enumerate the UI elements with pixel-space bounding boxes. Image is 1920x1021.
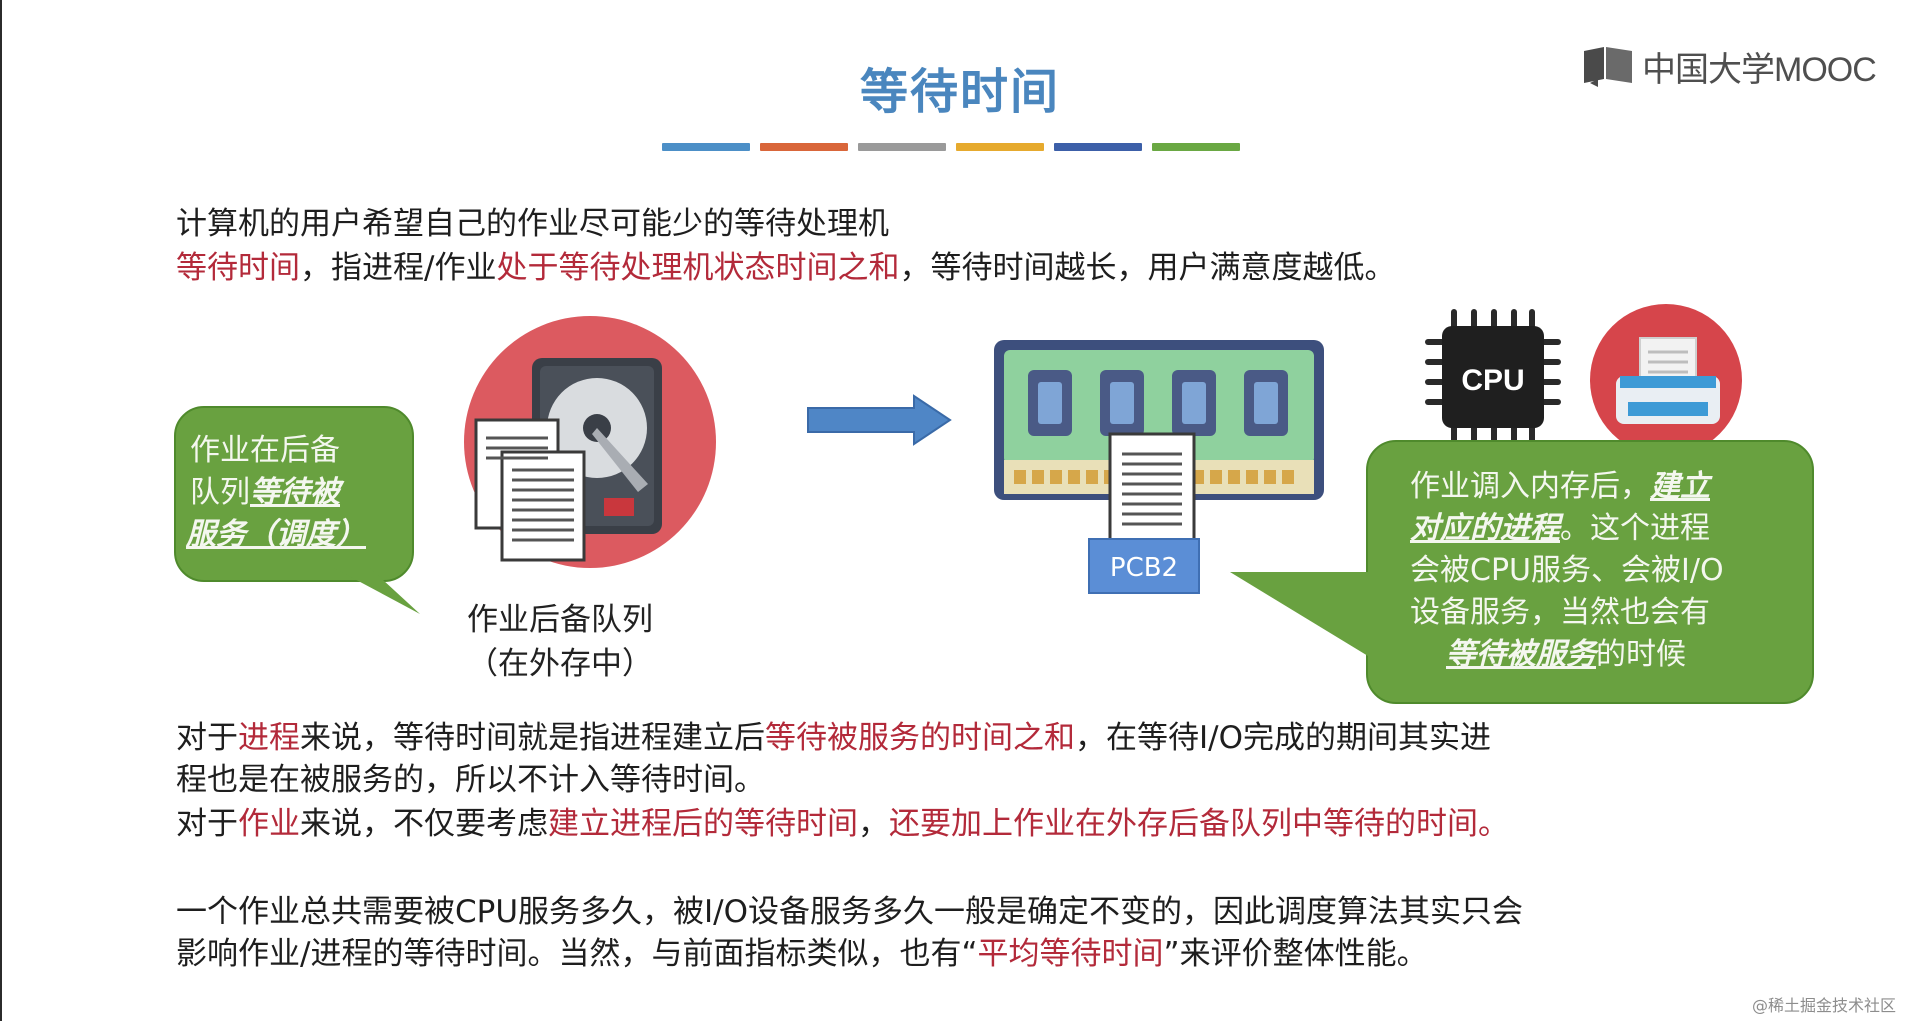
mooc-book-icon — [1584, 47, 1632, 87]
p1-red: 等待被服务的时间之和 — [765, 720, 1075, 756]
left-callout-prefix: 队列 — [190, 475, 250, 510]
p2-red-2: 还要加上作业在外存后备队列中等待的时间。 — [889, 806, 1509, 842]
p2-e: ， — [858, 806, 889, 842]
p3-c: ”来评价整体性能。 — [1163, 936, 1428, 972]
term-waiting-time: 等待时间 — [176, 250, 300, 286]
watermark: @稀土掘金技术社区 — [1752, 996, 1897, 1015]
pcb2-label: PCB2 — [1088, 538, 1200, 594]
title-color-bar — [1054, 143, 1142, 151]
queue-caption-line-2: （在外存中） — [467, 646, 653, 682]
cpu-label: CPU — [1461, 364, 1524, 397]
intro-line-2-end: ，等待时间越长，用户满意度越低。 — [899, 250, 1396, 286]
p2-a: 对于 — [176, 806, 238, 842]
body-p3-line-2: 影响作业/进程的等待时间。当然，与前面指标类似，也有“平均等待时间”来评价整体性… — [176, 934, 1428, 974]
document-stack-icon — [474, 418, 586, 562]
title-color-bar — [760, 143, 848, 151]
body-p3-line-1: 一个作业总共需要被CPU服务多久，被I/O设备服务多久一般是确定不变的，因此调度… — [176, 894, 1524, 930]
body-p1-line-1: 对于进程来说，等待时间就是指进程建立后等待被服务的时间之和，在等待I/O完成的期… — [176, 718, 1491, 758]
printer-icon — [1590, 304, 1742, 456]
p2-c: 来说，不仅要考虑 — [300, 806, 548, 842]
mooc-logo: 中国大学MOOC — [1582, 44, 1877, 89]
p3-a: 影响作业/进程的等待时间。当然，与前面指标类似，也有“ — [176, 936, 978, 972]
body-p2: 对于作业来说，不仅要考虑建立进程后的等待时间，还要加上作业在外存后备队列中等待的… — [176, 804, 1509, 844]
p3-term-avg-wait: 平均等待时间 — [977, 936, 1164, 972]
p1-term-process: 进程 — [238, 720, 300, 756]
p1-a: 对于 — [176, 720, 238, 756]
intro-line-2-red: 处于等待处理机状态时间之和 — [496, 250, 900, 286]
title-color-bars — [662, 143, 1240, 151]
page-title: 等待时间 — [859, 64, 1060, 120]
p2-red-1: 建立进程后的等待时间 — [548, 806, 858, 842]
right-callout-tail — [1230, 572, 1368, 656]
intro-line-1: 计算机的用户希望自己的作业尽可能少的等待处理机 — [176, 206, 889, 242]
pcb-document-icon — [1108, 432, 1196, 544]
p2-term-job: 作业 — [238, 806, 300, 842]
title-color-bar — [956, 143, 1044, 151]
right-callout-line-5: 等待被服务的时候 — [1446, 634, 1686, 676]
right-callout-line-1: 作业调入内存后，建立 — [1410, 466, 1710, 508]
title-color-bar — [1152, 143, 1240, 151]
queue-caption: 作业后备队列 （在外存中） — [440, 598, 680, 686]
title-color-bar — [662, 143, 750, 151]
left-callout: 作业在后备 队列等待被 服务（调度） — [174, 406, 414, 582]
right-callout-line-4: 设备服务，当然也会有 — [1410, 595, 1710, 630]
job-queue-illustration — [464, 316, 716, 568]
right-callout-l1-emph: 建立 — [1650, 469, 1710, 504]
left-callout-emph-2: 服务（调度） — [186, 517, 366, 552]
intro-line-2: 等待时间，指进程/作业处于等待处理机状态时间之和，等待时间越长，用户满意度越低。 — [176, 248, 1395, 288]
left-border — [0, 0, 2, 1021]
right-callout-line-2: 对应的进程。这个进程 — [1410, 508, 1710, 550]
right-callout-l2-emph: 对应的进程 — [1410, 511, 1560, 546]
right-arrow-icon — [807, 394, 952, 446]
title-color-bar — [858, 143, 946, 151]
queue-caption-line-1: 作业后备队列 — [467, 602, 653, 638]
logo-text: 中国大学MOOC — [1642, 50, 1877, 89]
right-callout-l1-plain: 作业调入内存后， — [1410, 469, 1650, 504]
left-callout-emph-1: 等待被 — [250, 475, 340, 510]
left-callout-tail — [334, 568, 420, 614]
right-callout-l5-emph: 等待被服务 — [1446, 637, 1596, 672]
right-callout: 作业调入内存后，建立 对应的进程。这个进程 会被CPU服务、会被I/O 设备服务… — [1366, 440, 1814, 704]
right-callout-l5-plain: 的时候 — [1596, 637, 1686, 672]
right-callout-line-3: 会被CPU服务、会被I/O — [1410, 553, 1724, 588]
right-callout-l2-plain: 。这个进程 — [1560, 511, 1710, 546]
left-callout-line-3: 服务（调度） — [186, 514, 366, 556]
intro-line-2-mid: ，指进程/作业 — [300, 250, 497, 286]
left-callout-line-1: 作业在后备 — [190, 433, 340, 468]
cpu-chip-icon: CPU — [1425, 309, 1561, 445]
left-callout-line-2: 队列等待被 — [190, 472, 340, 514]
memory-module-icon — [994, 340, 1324, 500]
body-p1-line-2: 程也是在被服务的，所以不计入等待时间。 — [176, 762, 765, 798]
p1-c: 来说，等待时间就是指进程建立后 — [300, 720, 765, 756]
p1-e: ，在等待I/O完成的期间其实进 — [1075, 720, 1491, 756]
